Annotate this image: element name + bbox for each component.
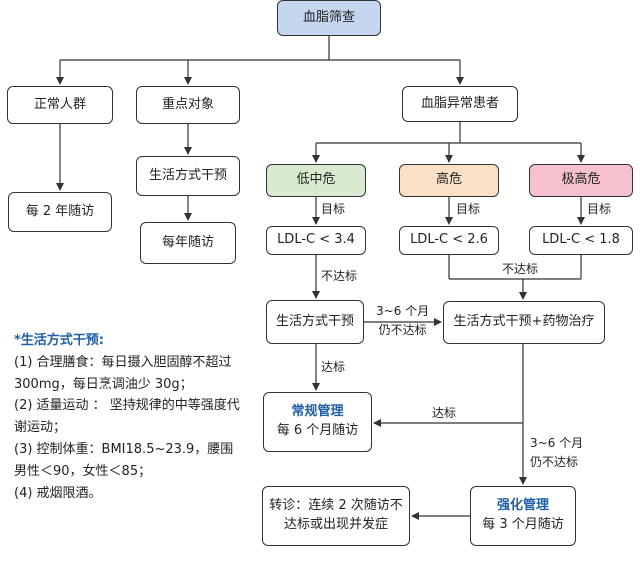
lifestyle-label: 生活方式干预 <box>275 313 354 329</box>
screening-node: 血脂筛查 <box>277 0 381 36</box>
ldl-very-high-node: LDL-C < 1.8 <box>529 226 633 255</box>
months-label-b-line1: 3~6 个月 <box>530 436 584 450</box>
ldl-high-node: LDL-C < 2.6 <box>399 226 499 255</box>
note-item-3: (3) 控制体重：BMI18.5~23.9，腰围男性＜90，女性＜85； <box>14 442 234 479</box>
normal-followup-label: 每 2 年随访 <box>25 203 95 219</box>
note-item-2: (2) 适量运动 ： 坚持规律的中等强度代谢运动； <box>14 398 240 436</box>
low-mid-risk-label: 低中危 <box>296 172 336 188</box>
screening-label: 血脂筛查 <box>302 9 355 25</box>
met-label-back: 达标 <box>432 406 457 420</box>
yearly-followup-node: 每年随访 <box>140 222 236 264</box>
low-mid-risk-node: 低中危 <box>266 164 366 197</box>
key-lifestyle-node: 生活方式干预 <box>136 156 240 196</box>
normal-followup-node: 每 2 年随访 <box>8 192 112 232</box>
lifestyle-node: 生活方式干预 <box>266 300 364 344</box>
dyslipidemia-label: 血脂异常患者 <box>420 95 499 111</box>
referral-line2: 达标或出现并发症 <box>283 517 388 532</box>
not-met-label-low: 不达标 <box>321 269 358 283</box>
note-item-4: (4) 戒烟限酒。 <box>14 485 102 501</box>
key-target-node: 重点对象 <box>136 86 240 124</box>
routine-management-node: 常规管理 每 6 个月随访 <box>263 392 372 452</box>
target-label-high: 目标 <box>456 202 481 216</box>
note-title: *生活方式干预: <box>14 333 104 348</box>
routine-management-sub: 每 6 个月随访 <box>276 423 359 438</box>
referral-node: 转诊：连续 2 次随访不 达标或出现并发症 <box>262 486 410 546</box>
very-high-risk-label: 极高危 <box>561 172 601 188</box>
intensive-management-sub: 每 3 个月随访 <box>482 517 564 532</box>
met-label-routine: 达标 <box>321 360 346 374</box>
high-risk-node: 高危 <box>399 164 499 197</box>
normal-population-node: 正常人群 <box>7 86 113 124</box>
lifestyle-drug-node: 生活方式干预+药物治疗 <box>443 301 605 344</box>
normal-population-label: 正常人群 <box>33 96 86 112</box>
months-label-a-line2: 仍不达标 <box>378 323 427 337</box>
note-item-1: (1) 合理膳食：每日摄入胆固醇不超过 300mg，每日烹调油少 30g； <box>14 354 232 392</box>
ldl-very-high-label: LDL-C < 1.8 <box>542 232 620 248</box>
months-label-a-line1: 3~6 个月 <box>376 304 430 318</box>
key-target-label: 重点对象 <box>161 96 214 112</box>
referral-line1: 转诊：连续 2 次随访不 <box>269 498 403 514</box>
intensive-management-title: 强化管理 <box>496 498 549 514</box>
yearly-followup-label: 每年随访 <box>161 234 214 250</box>
not-met-label-merge: 不达标 <box>502 262 539 276</box>
intensive-management-node: 强化管理 每 3 个月随访 <box>470 486 576 546</box>
ldl-low-label: LDL-C < 3.4 <box>277 232 355 248</box>
high-risk-label: 高危 <box>435 172 462 188</box>
months-label-b: 3~6 个月 仍不达标 <box>530 436 583 470</box>
key-lifestyle-label: 生活方式干预 <box>148 167 227 183</box>
very-high-risk-node: 极高危 <box>529 164 633 197</box>
lifestyle-note: *生活方式干预: (1) 合理膳食：每日摄入胆固醇不超过 300mg，每日烹调油… <box>14 330 242 505</box>
lifestyle-drug-label: 生活方式干预+药物治疗 <box>453 314 595 330</box>
target-label-very-high: 目标 <box>587 202 612 216</box>
ldl-high-label: LDL-C < 2.6 <box>410 232 488 248</box>
ldl-low-node: LDL-C < 3.4 <box>266 226 366 255</box>
months-label-a: 3~6 个月 仍不达标 <box>376 304 429 338</box>
routine-management-title: 常规管理 <box>291 404 344 420</box>
target-label-low: 目标 <box>321 202 346 216</box>
months-label-b-line2: 仍不达标 <box>530 455 579 469</box>
dyslipidemia-node: 血脂异常患者 <box>402 86 518 122</box>
